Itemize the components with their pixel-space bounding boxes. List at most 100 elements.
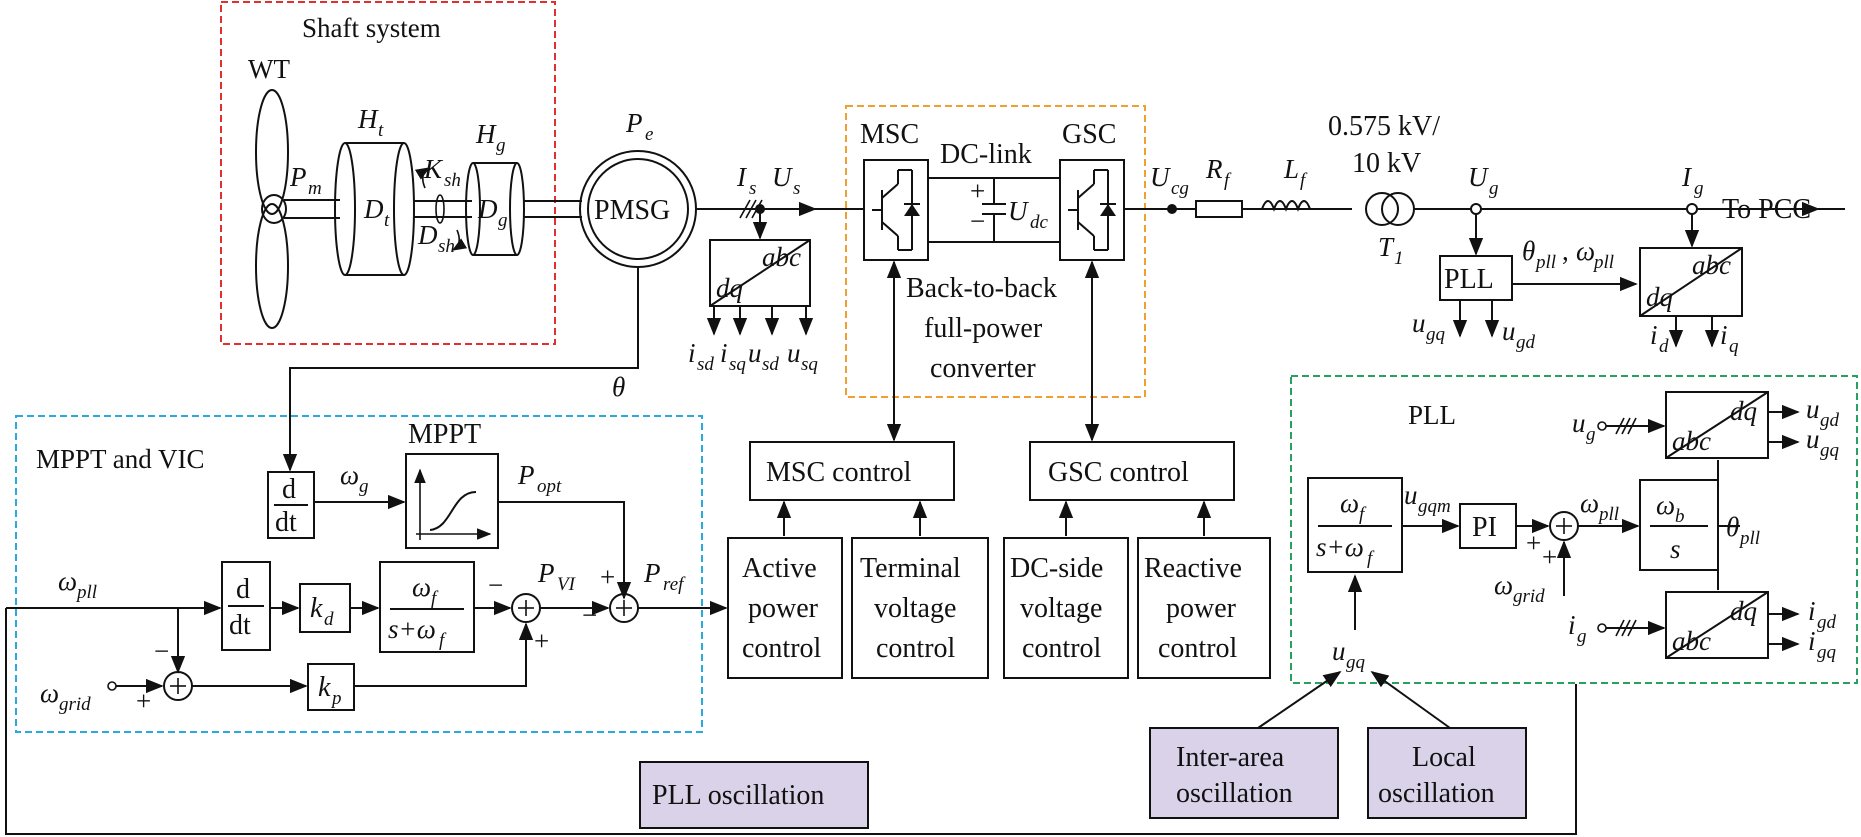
pmsg-label: PMSG bbox=[594, 195, 670, 226]
ugq-top-sub: gq bbox=[1426, 324, 1446, 345]
popt-label: P bbox=[517, 460, 535, 490]
pm-sub: m bbox=[308, 178, 322, 199]
reactive-line-1: Reactive bbox=[1144, 553, 1242, 584]
stator-dq-text: dq bbox=[716, 273, 743, 303]
transformer-icon bbox=[1365, 192, 1415, 226]
omega-pll-in-sub: pll bbox=[75, 582, 97, 603]
transformer-line-1: 0.575 kV/ bbox=[1328, 111, 1440, 142]
pll-oscillation-label: PLL oscillation bbox=[652, 780, 824, 811]
ugq-pll-label: u bbox=[1806, 424, 1820, 454]
theta-label: θ bbox=[612, 372, 625, 402]
shaft-system-label: Shaft system bbox=[302, 13, 441, 43]
active-line-1: Active bbox=[742, 553, 817, 584]
sum2-minus: − bbox=[582, 600, 597, 630]
gsc-label: GSC bbox=[1062, 119, 1116, 150]
shaft-system-frame bbox=[220, 1, 556, 345]
mppt-title: MPPT bbox=[408, 419, 481, 450]
gsc-control-block bbox=[1029, 441, 1235, 501]
kp-label: k bbox=[318, 672, 331, 703]
omega-grid-terminal bbox=[107, 681, 117, 691]
omega-pll-sub: pll bbox=[1592, 252, 1614, 273]
ig-sub: g bbox=[1694, 178, 1704, 199]
inter-area-line-2: oscillation bbox=[1176, 778, 1293, 809]
dg-sub: g bbox=[498, 210, 508, 231]
lpf-den-sub: f bbox=[439, 630, 447, 651]
deriv1-dt: dt bbox=[275, 507, 297, 538]
isd-label: i bbox=[688, 338, 696, 368]
msc-label: MSC bbox=[860, 119, 919, 150]
mppt-vic-label: MPPT and VIC bbox=[36, 444, 205, 474]
omega-grid-pll-label: ω bbox=[1494, 570, 1513, 600]
hg-sub: g bbox=[496, 135, 506, 156]
ugq-pll-in-sub: gq bbox=[1346, 652, 1366, 673]
dg-label: D bbox=[477, 194, 498, 224]
ht-label: H bbox=[357, 104, 379, 134]
integrator-num-sub: b bbox=[1675, 506, 1685, 527]
omega-g-sub: g bbox=[359, 476, 369, 497]
terminal-line-1: Terminal bbox=[860, 553, 961, 584]
converter-line-2: full-power bbox=[924, 313, 1043, 344]
rf-sub: f bbox=[1224, 170, 1232, 191]
pll-v-abc-text: abc bbox=[1672, 426, 1711, 456]
ucg-node bbox=[1167, 204, 1177, 214]
sum1-plus: + bbox=[534, 626, 549, 656]
ug-node bbox=[1470, 203, 1482, 215]
iq-label: i bbox=[1720, 320, 1728, 350]
sum3-minus: − bbox=[154, 636, 169, 666]
deriv1-d: d bbox=[282, 474, 296, 505]
ucg-label: U bbox=[1150, 162, 1171, 192]
cap-plus: + bbox=[970, 176, 985, 206]
grid-dq-text: dq bbox=[1646, 282, 1673, 312]
usd-label: u bbox=[748, 338, 762, 368]
dt-sub: t bbox=[384, 210, 390, 231]
ugqm-sub: gqm bbox=[1418, 496, 1451, 517]
active-power-control-block bbox=[727, 537, 843, 679]
pll-sum-plus2: + bbox=[1542, 542, 1557, 572]
id-sub: d bbox=[1659, 336, 1669, 357]
msc-control-block bbox=[749, 441, 955, 501]
terminal-voltage-control-block bbox=[851, 537, 989, 679]
us-sub: s bbox=[793, 178, 800, 199]
ugd-top-label: u bbox=[1502, 316, 1516, 346]
isq-label: i bbox=[720, 338, 728, 368]
pll-filter-num-sub: f bbox=[1359, 504, 1367, 525]
pmsg-inner-circle bbox=[587, 158, 689, 260]
omega-pll-detail-label: ω bbox=[1580, 488, 1599, 518]
ksh-sub: sh bbox=[444, 170, 461, 191]
top-pll-label: PLL bbox=[1444, 264, 1494, 295]
pll-oscillation-box bbox=[639, 761, 869, 829]
gsc-igbt-icon bbox=[1068, 169, 1116, 251]
ugd-pll-label: u bbox=[1806, 394, 1820, 424]
msc-control-label: MSC control bbox=[766, 457, 912, 488]
reactive-line-2: power bbox=[1166, 593, 1237, 624]
to-pcc-label: To PCC bbox=[1722, 194, 1811, 225]
top-pll-block bbox=[1439, 255, 1513, 301]
omega-grid-sub: grid bbox=[59, 694, 91, 715]
is-sub: s bbox=[749, 178, 756, 199]
ugq-pll-in-label: u bbox=[1332, 636, 1346, 666]
pll-frame bbox=[1290, 375, 1858, 684]
shaft-twist-icon bbox=[435, 194, 445, 224]
ug-in-sub: g bbox=[1586, 424, 1596, 445]
sum2-plus: + bbox=[600, 562, 615, 592]
ug-label: U bbox=[1468, 162, 1489, 192]
ig-in-sub: g bbox=[1577, 626, 1587, 647]
hg-label: H bbox=[475, 119, 497, 149]
kd-gain-block bbox=[299, 583, 351, 633]
wind-turbine-icon bbox=[255, 89, 340, 329]
kd-label: k bbox=[310, 593, 323, 624]
omega-pll-label: ω bbox=[1576, 236, 1595, 266]
active-line-3: control bbox=[742, 633, 822, 664]
kp-sub: p bbox=[330, 688, 342, 709]
usq-label: u bbox=[787, 338, 801, 368]
omega-grid-label: ω bbox=[40, 678, 59, 708]
theta-pll-detail-label: θ bbox=[1726, 512, 1739, 542]
ugd-top-sub: gd bbox=[1516, 332, 1536, 353]
isd-sub: sd bbox=[697, 354, 714, 375]
dcside-line-3: control bbox=[1022, 633, 1102, 664]
igd-pll-label: i bbox=[1808, 596, 1816, 626]
pm-label: P bbox=[289, 162, 307, 192]
integrator-num: ω bbox=[1656, 490, 1675, 520]
pll-filter-num: ω bbox=[1340, 488, 1359, 518]
ig-label: I bbox=[1681, 162, 1693, 192]
